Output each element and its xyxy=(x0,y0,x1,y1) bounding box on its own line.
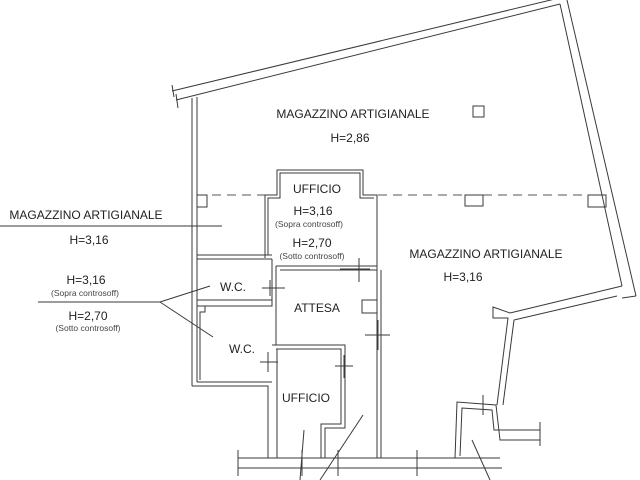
room-height-magazzino-right: H=3,16 xyxy=(443,270,482,284)
ufficio-top-height-below: H=2,70 xyxy=(292,236,331,250)
room-name-magazzino-top: MAGAZZINO ARTIGIANALE xyxy=(276,107,429,121)
room-name-magazzino-right: MAGAZZINO ARTIGIANALE xyxy=(409,247,562,261)
ufficio-top-note-below: (Sotto controsoff) xyxy=(279,251,344,261)
wc-height-above: H=3,16 xyxy=(66,273,105,287)
ufficio-top-height-above: H=3,16 xyxy=(293,204,332,218)
interior-walls xyxy=(197,169,382,458)
column-symbol xyxy=(472,105,485,118)
annotation-leaders xyxy=(0,225,222,338)
outer-walls xyxy=(171,0,637,476)
room-height-magazzino-top: H=2,86 xyxy=(330,131,369,145)
wc-note-below: (Sotto controsoff) xyxy=(55,323,120,333)
door-marks xyxy=(260,258,491,480)
room-name-magazzino-left: MAGAZZINO ARTIGIANALE xyxy=(9,208,162,222)
room-name-ufficio-top: UFFICIO xyxy=(293,182,341,196)
wc-height-below: H=2,70 xyxy=(68,309,107,323)
room-name-attesa: ATTESA xyxy=(294,301,340,315)
room-name-wc-1: W.C. xyxy=(220,280,246,294)
ufficio-top-note-above: (Sopra controsoff) xyxy=(275,219,343,229)
room-name-wc-2: W.C. xyxy=(229,342,255,356)
room-height-magazzino-left: H=3,16 xyxy=(69,233,108,247)
wc-note-above: (Sopra controsoff) xyxy=(51,288,119,298)
pillars xyxy=(196,105,607,208)
room-name-ufficio-bottom: UFFICIO xyxy=(282,391,330,405)
